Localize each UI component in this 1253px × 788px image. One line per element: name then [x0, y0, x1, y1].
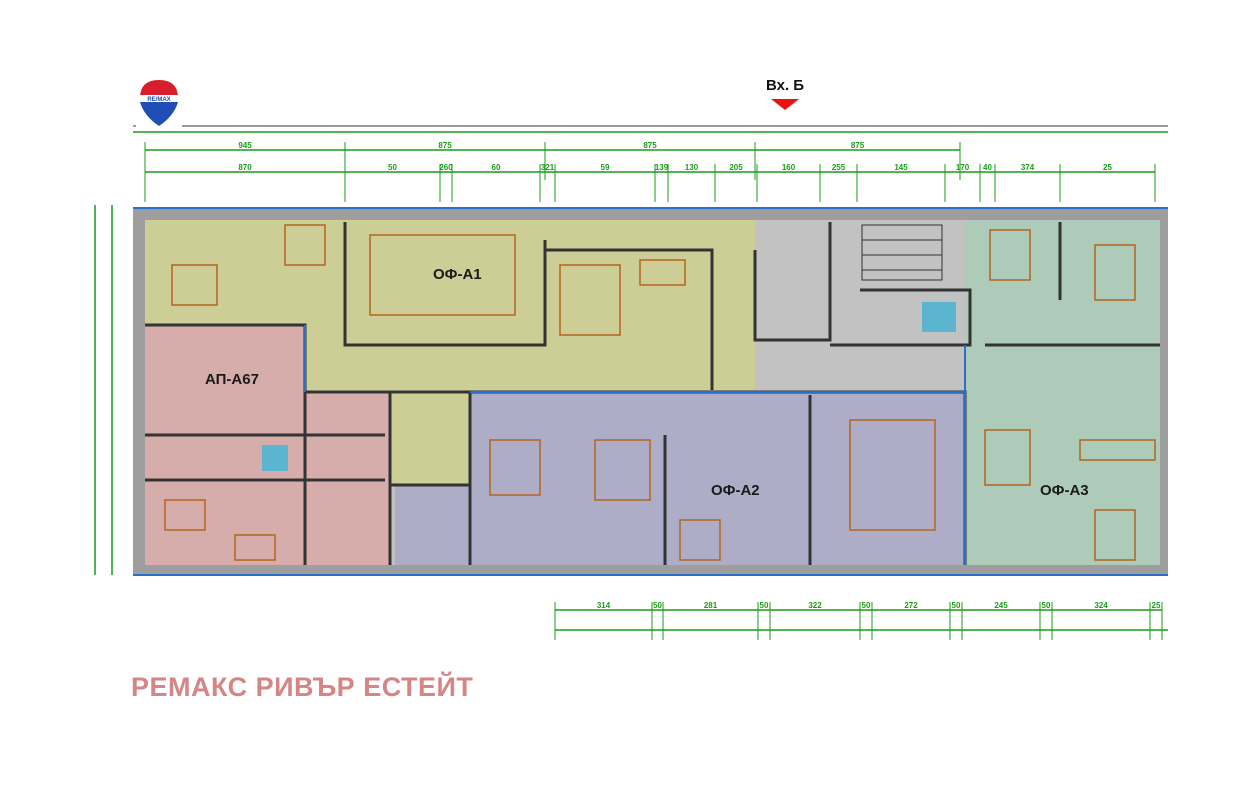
room-label-of-a2: ОФ-А2 — [711, 482, 760, 499]
room-label-ap-a67: АП-А67 — [205, 371, 259, 388]
svg-text:RE/MAX: RE/MAX — [147, 97, 170, 103]
room-zone-of-a1 — [145, 220, 755, 485]
entrance-label: Вх. Б — [766, 77, 805, 94]
top-dim-2-label: 130 — [685, 163, 699, 172]
top-dim-2-label: 260 — [439, 163, 453, 172]
bottom-dim-label: 50 — [653, 601, 662, 610]
bottom-dim-label: 25 — [1152, 601, 1161, 610]
exterior-walls — [133, 207, 1168, 576]
room-zone-of-a3 — [965, 220, 1160, 565]
furniture — [164, 224, 1156, 561]
top-dim-1-label: 875 — [851, 141, 865, 150]
dimension-lines: 945 875 875 875 870 50 260 60 321 59 139 130 205 160 2… — [94, 125, 1168, 640]
top-dim-2-label: 60 — [492, 163, 501, 172]
bottom-dim-label: 324 — [1094, 601, 1108, 610]
agency-name: РЕМАКС РИВЪР ЕСТЕЙТ — [131, 672, 474, 702]
bottom-dim-label: 50 — [952, 601, 961, 610]
bottom-dim-label: 50 — [1042, 601, 1051, 610]
bottom-dim-label: 50 — [760, 601, 769, 610]
room-zone-of-a2 — [395, 392, 965, 565]
staircase — [861, 224, 943, 281]
top-dim-2-label: 160 — [782, 163, 796, 172]
elevator-icon — [922, 302, 956, 332]
top-dim-1-label: 875 — [438, 141, 452, 150]
bottom-dim-label: 322 — [808, 601, 822, 610]
entrance-arrow-icon — [771, 99, 799, 110]
top-dim-2-label: 50 — [388, 163, 397, 172]
top-dim-2-label: 59 — [601, 163, 610, 172]
top-dim-2-label: 321 — [541, 163, 555, 172]
bottom-dim-label: 272 — [904, 601, 918, 610]
balloon-logo-icon: RE/MAX — [140, 80, 178, 126]
bottom-dim-label: 245 — [994, 601, 1008, 610]
room-label-of-a1: ОФ-А1 — [433, 266, 482, 283]
bottom-dim-label: 281 — [704, 601, 718, 610]
column-icon — [262, 445, 288, 471]
bottom-dim-label: 314 — [597, 601, 611, 610]
top-dim-2-label: 40 — [983, 163, 992, 172]
top-dim-1-label: 875 — [643, 141, 657, 150]
top-dim-2-label: 374 — [1021, 163, 1035, 172]
top-dim-2-label: 255 — [832, 163, 846, 172]
room-label-of-a3: ОФ-А3 — [1040, 482, 1089, 499]
room-zones — [145, 220, 1160, 565]
top-dim-2-label: 25 — [1103, 163, 1112, 172]
top-dim-2-label: 139 — [655, 163, 669, 172]
top-dim-2-label: 870 — [238, 163, 252, 172]
top-dim-2-label: 145 — [894, 163, 908, 172]
remax-logo: RE/MAX — [136, 76, 182, 130]
top-dim-2-label: 205 — [729, 163, 743, 172]
top-dim-2-label: 170 — [956, 163, 970, 172]
bottom-dim-label: 50 — [862, 601, 871, 610]
top-dim-1-label: 945 — [238, 141, 252, 150]
